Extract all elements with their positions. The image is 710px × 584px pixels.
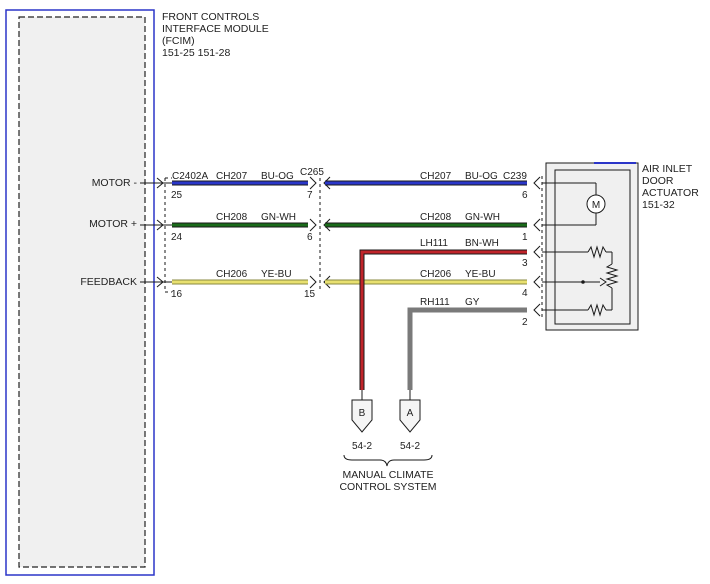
c265-pin-6-arrow [309, 218, 317, 232]
connector-b-ref: 54-2 [352, 441, 372, 452]
fcim-pin-25: 25 [171, 190, 183, 201]
wire-ch208-right-circuit: CH208 [420, 212, 452, 223]
fcim-refs: 151-25 151-28 [162, 47, 230, 59]
wire-lh111-color: BN-WH [465, 238, 499, 249]
c239-pin-4: 4 [522, 288, 528, 299]
feedback-resistor-network [542, 245, 619, 317]
actuator-box [545, 162, 639, 331]
fcim-inner-box [18, 16, 146, 568]
c265-pin-15: 15 [304, 289, 316, 300]
c265-connector-name: C265 [300, 167, 324, 178]
wire-ch207-left-color: BU-OG [261, 171, 294, 182]
wire-rh111-circuit: RH111 [420, 297, 450, 308]
c265-connector [309, 176, 331, 290]
actuator-motor-circuit [542, 182, 606, 226]
c239-pin-1: 1 [522, 232, 528, 243]
connector-a-letter: A [407, 408, 414, 419]
wire-ch208-left-color: GN-WH [261, 212, 296, 223]
c265-pin-15-arrow-right [323, 275, 331, 289]
c239-pin-6: 6 [522, 190, 528, 201]
wire-lh111 [359, 249, 527, 390]
c265-pin-6: 6 [307, 232, 313, 243]
c239-connector [533, 176, 543, 318]
fcim-pin-24: 24 [171, 232, 183, 243]
system-name-line2: CONTROL SYSTEM [339, 481, 436, 493]
resistor-upper-icon [587, 245, 607, 259]
actuator-title-line1: AIR INLET [642, 163, 693, 175]
wire-ch208-left-circuit: CH208 [216, 212, 248, 223]
wire-ch206-left-color: YE-BU [261, 269, 292, 280]
motor-plus-label: MOTOR + [89, 218, 137, 230]
actuator-title-line3: ACTUATOR [642, 187, 699, 199]
system-group-brace [343, 454, 433, 467]
fcim-module [5, 9, 155, 576]
c239-connector-name: C239 [503, 171, 527, 182]
fcim-pin-25-arrow [156, 177, 164, 189]
c265-pin-6-arrow-right [323, 218, 331, 232]
fcim-pin-16: 16 [171, 289, 183, 300]
wiper-junction-dot [581, 280, 585, 284]
fcim-pin-24-arrow [156, 219, 164, 231]
wire-ch207-right-circuit: CH207 [420, 171, 452, 182]
motor-icon [586, 194, 606, 214]
actuator-ref: 151-32 [642, 199, 675, 211]
motor-symbol: M [592, 200, 600, 211]
wire-rh111 [407, 307, 527, 390]
connector-a [399, 390, 421, 433]
wire-ch207-left-circuit: CH207 [216, 171, 248, 182]
feedback-label: FEEDBACK [80, 276, 137, 288]
system-name-line1: MANUAL CLIMATE [342, 469, 433, 481]
potentiometer-icon [605, 263, 619, 289]
wire-ch206-left-circuit: CH206 [216, 269, 248, 280]
wire-ch206-right-color: YE-BU [465, 269, 496, 280]
fcim-pin-16-arrow [156, 276, 164, 288]
fcim-title-line2: INTERFACE MODULE [162, 23, 269, 35]
connector-a-ref: 54-2 [400, 441, 420, 452]
fcim-outer-border [5, 9, 155, 576]
c265-pin-7-arrow-right [323, 176, 331, 190]
wire-ch208-right-color: GN-WH [465, 212, 500, 223]
actuator-title-line2: DOOR [642, 175, 674, 187]
wire-ch207-right-color: BU-OG [465, 171, 498, 182]
c239-pin-2: 2 [522, 317, 528, 328]
potentiometer-wiper-arrow [599, 277, 607, 287]
resistor-lower-icon [587, 303, 607, 317]
fcim-title-line3: (FCIM) [162, 35, 195, 47]
connector-b-letter: B [359, 408, 366, 419]
fcim-pin-stubs [140, 177, 172, 288]
c265-pin-7-arrow [309, 176, 317, 190]
c2402a-connector-name: C2402A [172, 171, 208, 182]
wire-rh111-color: GY [465, 297, 480, 308]
connector-b [351, 390, 373, 433]
c265-pin-15-arrow [309, 275, 317, 289]
c265-pin-7: 7 [307, 190, 313, 201]
motor-minus-label: MOTOR - [92, 177, 138, 189]
wire-ch206-right-circuit: CH206 [420, 269, 452, 280]
c2402a-connector-bracket [164, 177, 172, 293]
c239-pin-3: 3 [522, 258, 528, 269]
fcim-title-line1: FRONT CONTROLS [162, 11, 259, 23]
wire-lh111-circuit: LH111 [420, 238, 448, 249]
